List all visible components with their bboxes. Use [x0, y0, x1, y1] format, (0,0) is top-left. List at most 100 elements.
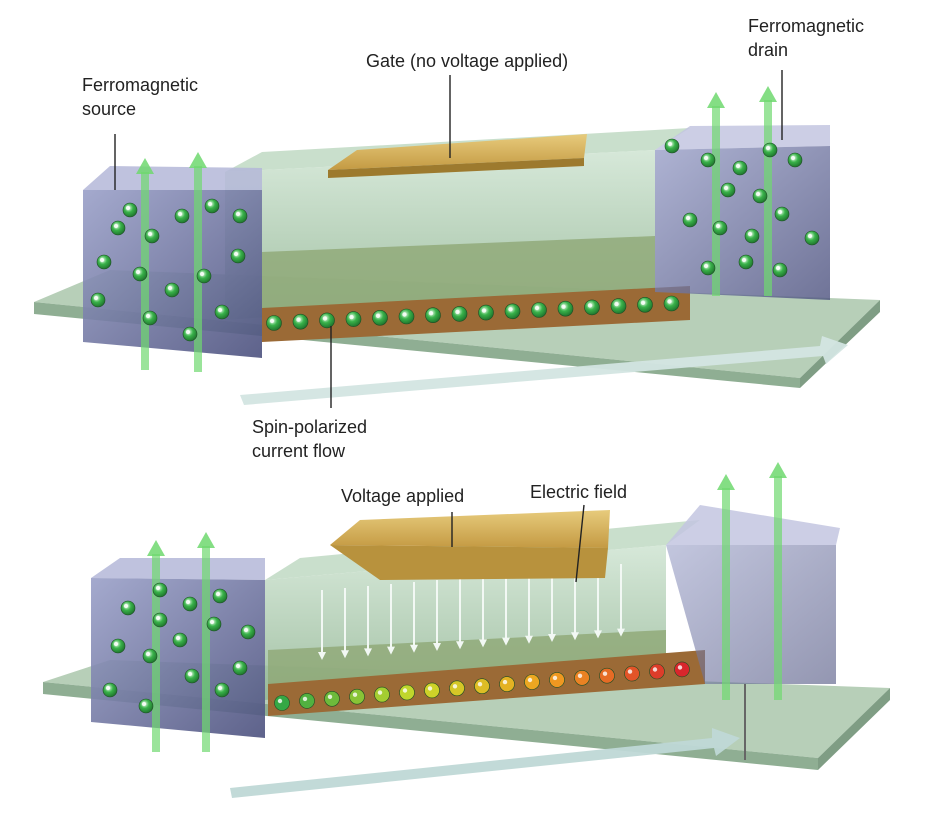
- electron-body: [504, 303, 521, 320]
- electron-body: [712, 220, 728, 236]
- electron-body: [349, 688, 365, 705]
- electron-highlight: [402, 312, 407, 317]
- electron-highlight: [428, 311, 434, 316]
- electron-highlight: [145, 651, 151, 657]
- electron-body: [172, 632, 188, 648]
- electron-body: [549, 672, 565, 688]
- electron-highlight: [455, 309, 460, 315]
- electron-dot-icon: [398, 308, 415, 325]
- electron-dot-icon: [451, 306, 468, 322]
- electron-highlight: [677, 665, 683, 670]
- electron-highlight: [277, 698, 283, 704]
- electron-dot-icon: [399, 684, 415, 701]
- electron-body: [142, 648, 158, 664]
- electron-body: [610, 298, 627, 314]
- electron-body: [398, 308, 415, 325]
- electron-dot-icon: [804, 230, 820, 246]
- electron-body: [206, 616, 222, 632]
- electron-dot-icon: [102, 682, 118, 698]
- electron-body: [425, 307, 441, 324]
- electron-body: [292, 313, 309, 330]
- electron-body: [232, 208, 248, 224]
- electron-body: [214, 304, 230, 320]
- electron-body: [182, 326, 198, 342]
- electron-body: [184, 668, 200, 684]
- electron-dot-icon: [212, 588, 228, 604]
- electron-highlight: [790, 155, 796, 161]
- electron-body: [531, 302, 547, 318]
- electron-dot-icon: [372, 309, 388, 326]
- electron-dot-icon: [584, 299, 600, 316]
- electron-body: [720, 182, 736, 198]
- voltage-label-text: Voltage applied: [341, 486, 465, 506]
- bottom-drain-spins: [717, 462, 787, 700]
- current-label: Spin-polarized current flow: [252, 415, 367, 463]
- electron-dot-icon: [292, 313, 309, 330]
- electron-highlight: [349, 314, 354, 320]
- electron-body: [374, 686, 390, 703]
- electron-highlight: [113, 641, 119, 647]
- bottom-source-top: [91, 558, 265, 580]
- electron-dot-icon: [700, 260, 716, 276]
- electron-dot-icon: [374, 686, 390, 703]
- electron-body: [772, 262, 788, 278]
- electron-dot-icon: [142, 648, 158, 664]
- electron-dot-icon: [772, 262, 788, 278]
- electron-body: [682, 212, 698, 228]
- electron-dot-icon: [144, 228, 160, 244]
- gate-label-text: Gate (no voltage applied): [366, 51, 569, 71]
- electric-field-arrow-head: [479, 639, 487, 648]
- electron-dot-icon: [182, 596, 198, 612]
- electron-highlight: [141, 701, 147, 707]
- spin-arrow-shaft: [764, 100, 772, 296]
- electron-dot-icon: [214, 304, 230, 320]
- electron-highlight: [667, 141, 673, 147]
- electron-dot-icon: [663, 295, 680, 312]
- electron-dot-icon: [637, 296, 653, 313]
- electron-body: [624, 665, 640, 682]
- electric-field-arrow-head: [341, 650, 349, 659]
- electron-dot-icon: [664, 138, 680, 154]
- electron-highlight: [735, 163, 741, 169]
- electron-highlight: [807, 233, 813, 239]
- electron-highlight: [477, 682, 483, 687]
- electron-dot-icon: [774, 206, 790, 222]
- electron-dot-icon: [324, 690, 340, 707]
- electron-dot-icon: [266, 315, 282, 331]
- electron-highlight: [614, 301, 619, 307]
- electron-dot-icon: [700, 152, 716, 168]
- electron-body: [451, 306, 468, 322]
- electron-dot-icon: [232, 660, 248, 676]
- electron-body: [399, 684, 415, 701]
- spin-arrow-head: [147, 540, 165, 556]
- electron-highlight: [602, 671, 608, 676]
- electron-dot-icon: [182, 326, 198, 342]
- electron-dot-icon: [449, 680, 465, 697]
- electron-body: [664, 138, 680, 154]
- electron-highlight: [215, 591, 221, 597]
- electron-body: [663, 295, 680, 312]
- electron-highlight: [185, 599, 191, 605]
- electron-highlight: [105, 685, 111, 691]
- electron-dot-icon: [752, 188, 768, 204]
- electron-body: [132, 266, 148, 282]
- electron-dot-icon: [164, 282, 180, 298]
- top-drain-top: [655, 125, 830, 150]
- bottom-gate-top: [330, 510, 610, 548]
- electron-body: [499, 676, 515, 692]
- electron-dot-icon: [425, 307, 441, 324]
- electron-dot-icon: [682, 212, 698, 228]
- electron-highlight: [113, 223, 119, 229]
- electron-dot-icon: [649, 663, 665, 680]
- electric-field-arrow-head: [410, 644, 418, 653]
- drain-label: Ferromagnetic drain: [748, 14, 864, 62]
- electron-highlight: [167, 285, 173, 291]
- bottom-source-front: [91, 578, 265, 738]
- electron-dot-icon: [184, 668, 200, 684]
- current-flow-arrow-icon: [230, 728, 740, 798]
- electron-dot-icon: [787, 152, 803, 168]
- electron-dot-icon: [349, 688, 365, 705]
- electron-highlight: [217, 685, 223, 691]
- electron-dot-icon: [152, 612, 168, 628]
